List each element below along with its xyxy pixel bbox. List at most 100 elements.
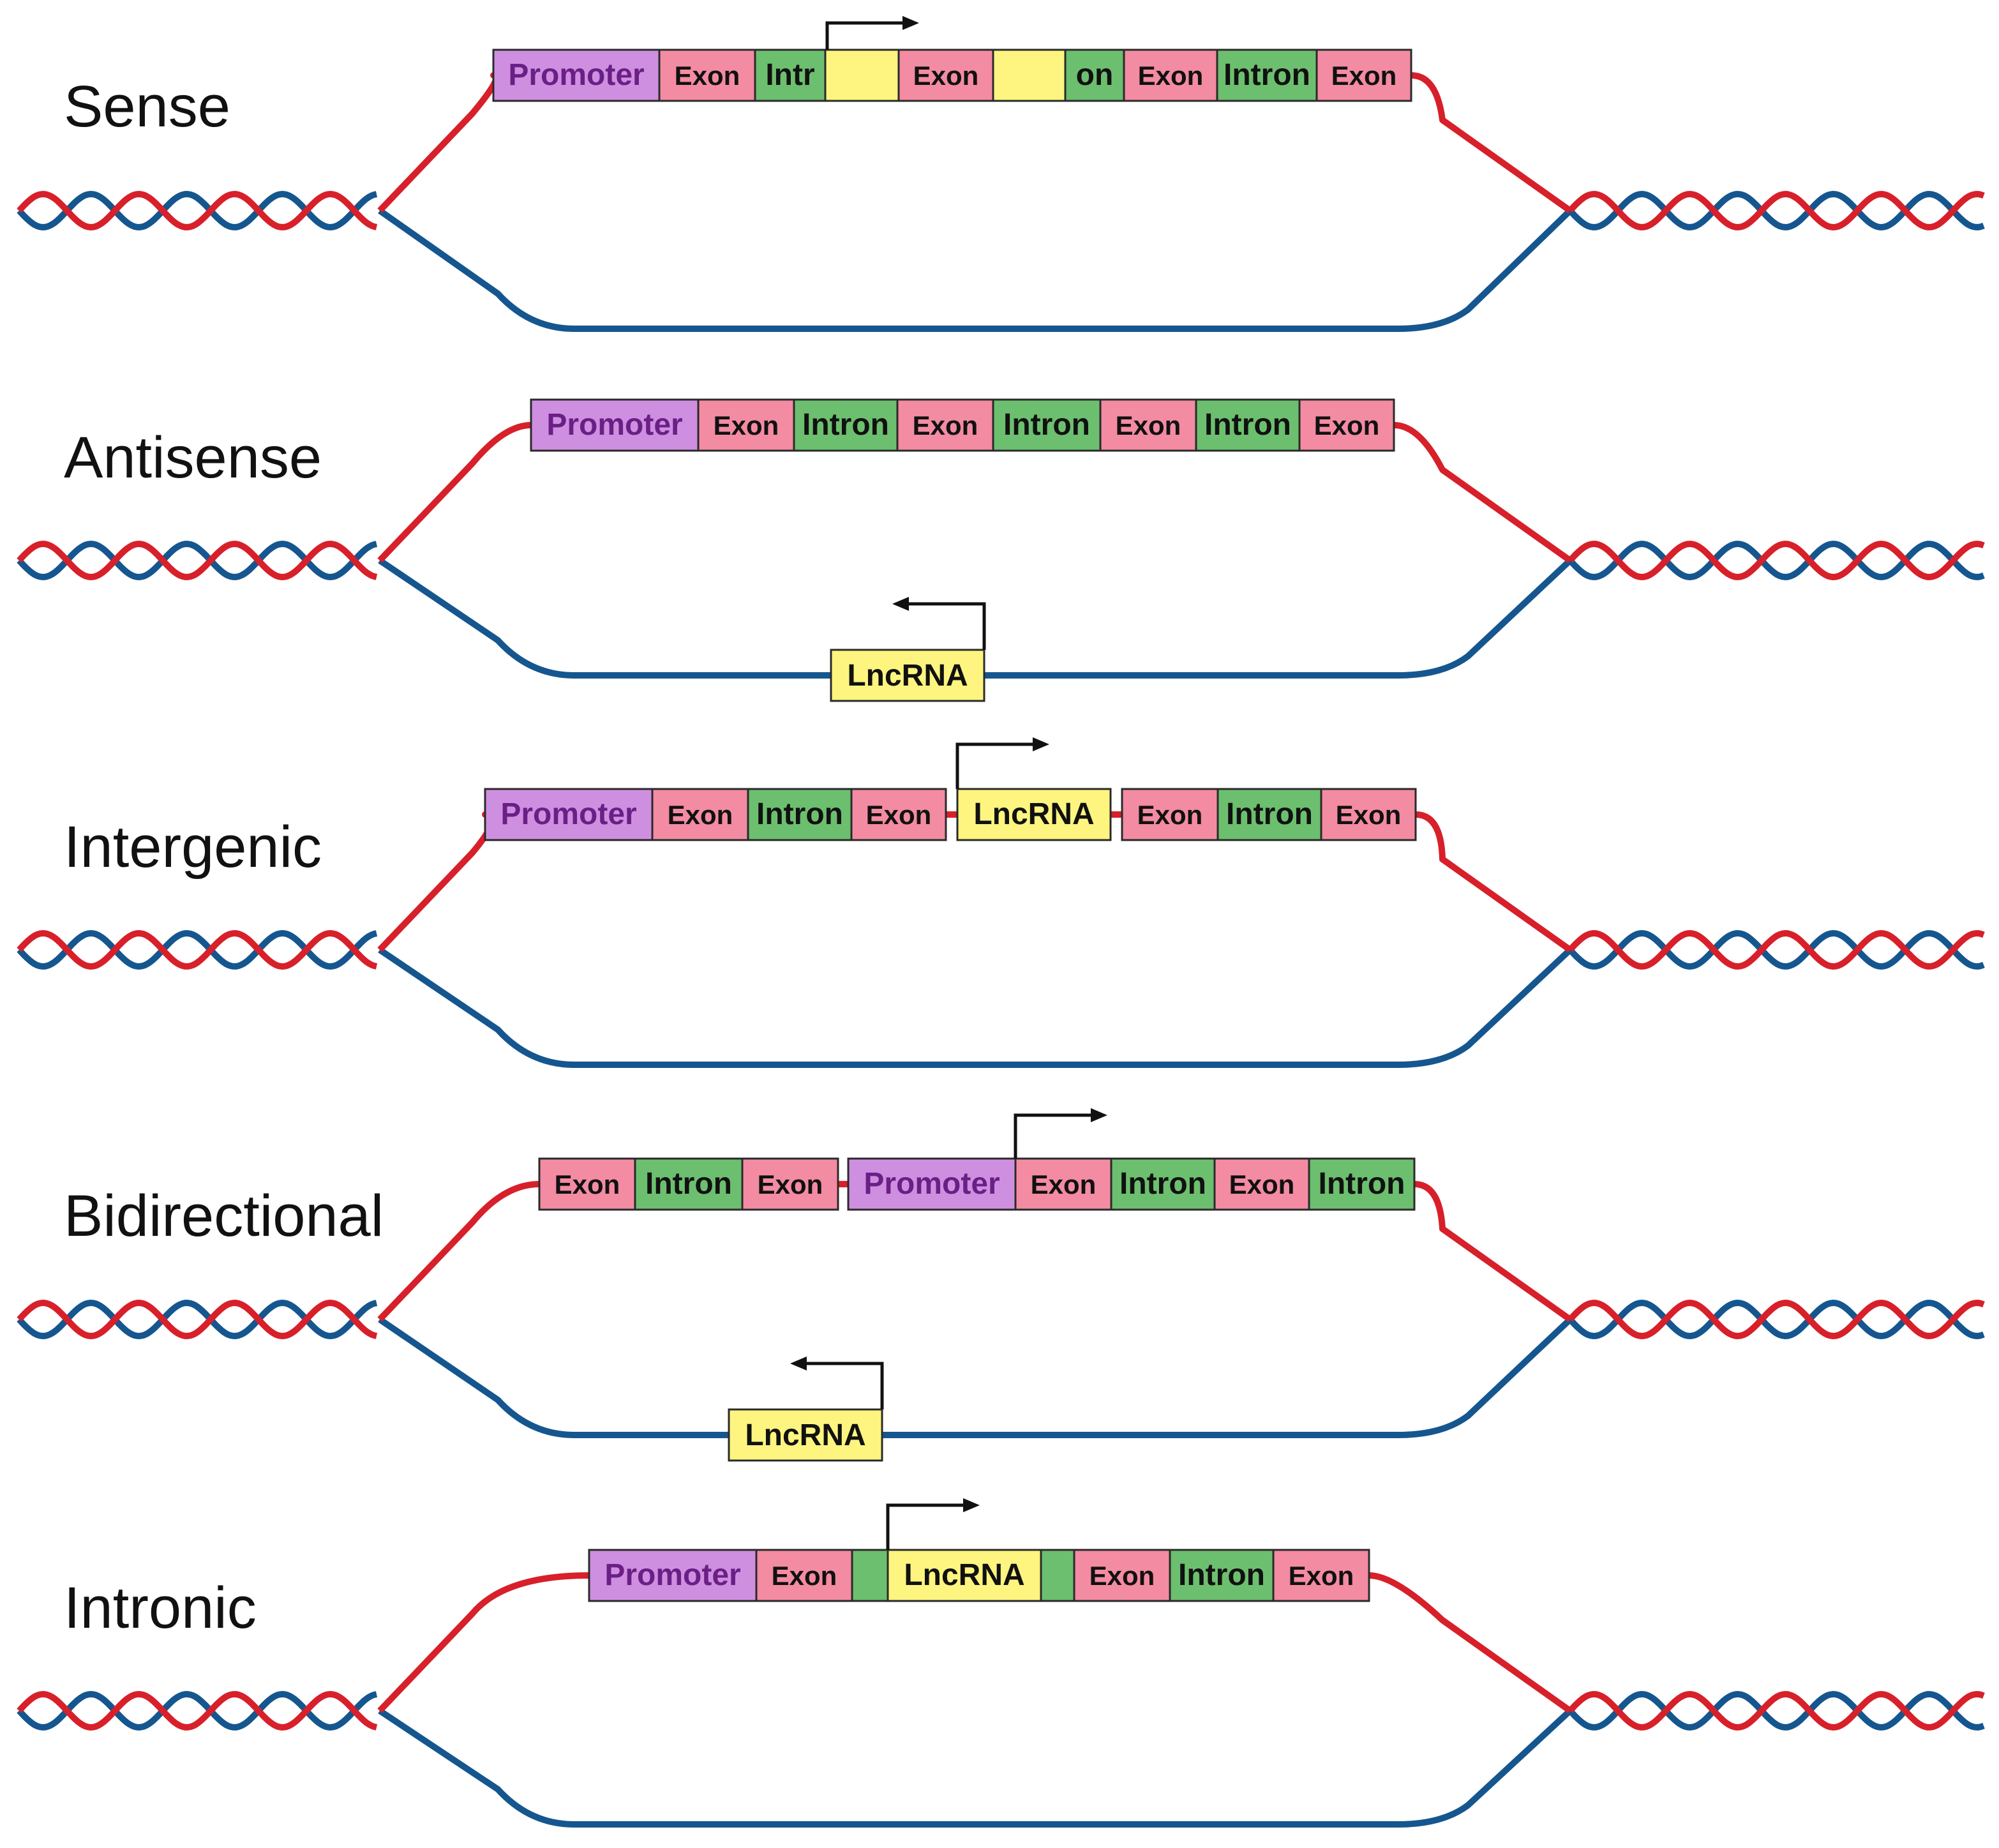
exon-label: Exon [1336,800,1402,830]
intron-label: Intr [765,58,814,92]
exon-box [755,1549,853,1602]
antisense-tss-arrow-head [790,1356,807,1371]
helix-right-blue [1568,540,1985,581]
antisense-tss-arrow-line [802,1362,884,1409]
intron-label: Intron [802,408,889,442]
exon-box [1272,1549,1370,1602]
helix-right-red [1568,1690,1985,1731]
promoter-label: Promoter [604,1558,740,1592]
helix-right-blue [1568,929,1985,970]
lncrna-box [824,49,900,102]
exon-label: Exon [555,1169,620,1199]
promoter-box [492,49,661,102]
promoter-label: Promoter [864,1167,1000,1201]
helix-right-red [1568,540,1985,581]
bottom-strand [378,1708,1573,1828]
helix-left-red [17,190,378,231]
panel-label: Antisense [64,425,322,490]
intron-label: Intron [645,1167,732,1201]
tss-arrow-line [1014,1113,1096,1159]
helix-left-blue [17,540,378,581]
helix-left-blue [17,190,378,231]
exon-box [1320,788,1417,841]
antisense-tss-arrow-head [892,597,909,611]
tss-arrow-line [886,1503,968,1550]
intron-box [1169,1549,1275,1602]
intron-label: Intron [1119,1167,1206,1201]
helix-left-blue [17,1299,378,1340]
helix-left-red [17,1299,378,1340]
exon-label: Exon [1138,61,1204,91]
exon-box [896,398,994,452]
exon-label: Exon [1089,1561,1155,1591]
exon-box [1213,1157,1310,1211]
intron-label: Intron [756,797,843,831]
intron-box [634,1157,744,1211]
exon-box [1014,1157,1112,1211]
intron-box [1064,49,1125,102]
tss-arrow-head [902,16,919,30]
exon-label: Exon [913,410,978,440]
lncrna-label-bottom: LncRNA [847,659,968,693]
helix-left-red [17,540,378,581]
lncrna-box [956,788,1112,841]
lncrna-label: LncRNA [973,797,1094,831]
panel-label: Intergenic [64,815,322,880]
exon-label: Exon [1116,410,1181,440]
intron-label: Intron [1319,1167,1405,1201]
exon-label: Exon [758,1169,823,1199]
exon-box [651,788,749,841]
tss-arrow-head [963,1498,980,1512]
lncrna-box [992,49,1067,102]
bottom-strand [378,1316,1573,1438]
intron-box [754,49,827,102]
tss-arrow-head [1091,1108,1107,1122]
helix-left-red [17,929,378,970]
intron-label: Intron [1178,1558,1265,1592]
exon-label: Exon [1031,1169,1097,1199]
intron-box [747,788,853,841]
bottom-strand [378,557,1573,679]
helix-right-blue [1568,190,1985,231]
promoter-box [588,1549,758,1602]
promoter-box [530,398,700,452]
panel-label: Intronic [64,1575,257,1641]
helix-left-blue [17,1690,378,1731]
exon-box [538,1157,636,1211]
antisense-tss-arrow-line [904,602,986,650]
tss-arrow-line [955,742,1038,789]
lncrna-label: LncRNA [904,1558,1024,1592]
exon-box [741,1157,839,1211]
helix-right-red [1568,190,1985,231]
promoter-box [484,788,654,841]
bottom-strand [378,207,1573,332]
exon-label: Exon [1137,800,1203,830]
exon-label: Exon [1331,61,1397,91]
exon-label: Exon [1314,410,1380,440]
exon-label: Exon [866,800,932,830]
intron-label: Intron [1224,58,1310,92]
panel-label: Sense [64,74,230,139]
exon-label: Exon [675,61,740,91]
lncrna-box-bottom [830,649,985,702]
intron-box [1195,398,1301,452]
intron-label: Intron [1204,408,1291,442]
helix-left-red [17,1690,378,1731]
exon-box [1315,49,1412,102]
helix-right-blue [1568,1690,1985,1731]
exon-box [1099,398,1197,452]
helix-left-blue [17,929,378,970]
intron-box [992,398,1102,452]
intron-label: Intron [1003,408,1090,442]
intron-box [1308,1157,1416,1211]
panel-label: Bidirectional [64,1183,384,1249]
exon-label: Exon [1289,1561,1354,1591]
exon-label: Exon [714,410,779,440]
exon-box [1298,398,1395,452]
